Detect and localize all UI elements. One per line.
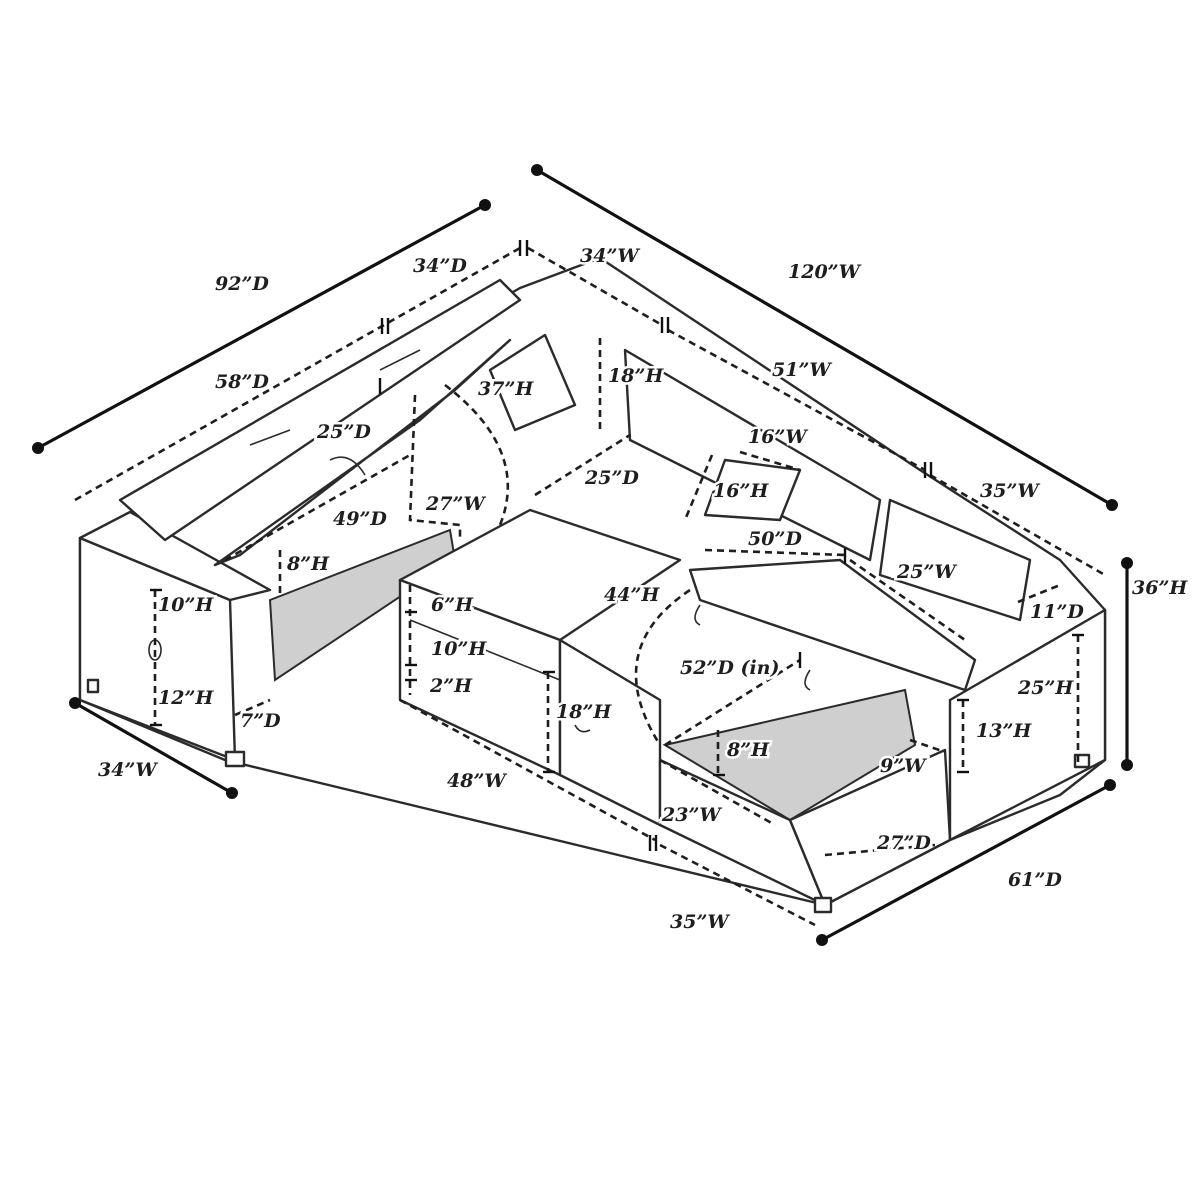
label-left-lid-depth: 25”D bbox=[316, 421, 371, 443]
right-back bbox=[878, 498, 1032, 622]
label-overall-left-depth: 92”D bbox=[215, 273, 269, 295]
leg bbox=[224, 750, 246, 768]
label-right-seat-width: 25”W bbox=[896, 561, 957, 583]
label-right-arm-height: 25”H bbox=[1017, 677, 1074, 699]
label-pullout-width: 48”W bbox=[447, 770, 507, 792]
label-middle-back-width: 51”W bbox=[772, 359, 832, 381]
label-middle-seat-depth: 25”D bbox=[584, 467, 639, 489]
label-mattress-top: 6”H bbox=[431, 594, 474, 616]
label-left-lid-open-height: 37”H bbox=[478, 378, 534, 400]
sofa-drawing bbox=[78, 256, 1107, 914]
dashed-guides bbox=[74, 246, 1106, 927]
label-corner-width: 34”W bbox=[580, 245, 640, 267]
label-pillow-height: 16”H bbox=[713, 480, 769, 502]
label-right-back-width: 35”W bbox=[980, 480, 1040, 502]
label-left-storage-width: 27”W bbox=[425, 493, 486, 515]
label-total-height: 36”H bbox=[1132, 577, 1188, 599]
left-pillow bbox=[488, 333, 577, 432]
overall-lines bbox=[32, 164, 1133, 946]
left-back-cushion bbox=[118, 278, 522, 542]
label-middle-back-height: 18”H bbox=[608, 365, 664, 387]
label-left-arm-height: 10”H bbox=[158, 594, 214, 616]
tick-marks bbox=[150, 240, 1084, 851]
middle-pillow bbox=[703, 458, 802, 522]
label-right-seat-height: 13”H bbox=[976, 720, 1032, 742]
leg bbox=[813, 896, 833, 914]
label-left-base-height: 12”H bbox=[158, 687, 214, 709]
right-lid bbox=[688, 558, 977, 692]
label-drawer-height: 18”H bbox=[556, 701, 612, 723]
label-right-lid-open-height: 44”H bbox=[604, 584, 660, 606]
label-leg-height: 2”H bbox=[429, 675, 473, 697]
label-left-storage-height: 8”H bbox=[286, 553, 330, 575]
dimension-labels: 92”D 34”D 34”W 120”W 58”D 18”H 51”W 37”H… bbox=[96, 243, 1191, 936]
label-pillow-width: 16”W bbox=[748, 426, 808, 448]
label-right-storage-depth: 9”W bbox=[880, 755, 927, 777]
label-left-back-depth: 34”D bbox=[413, 255, 467, 277]
label-right-top-depth: 50”D bbox=[748, 528, 802, 550]
label-mattress-height: 10”H bbox=[431, 638, 487, 660]
leg bbox=[86, 678, 100, 694]
right-storage-well bbox=[662, 688, 917, 822]
label-right-front-width: 23”W bbox=[661, 804, 722, 826]
label-left-arm-width: 34”W bbox=[98, 759, 158, 781]
label-front-width: 35”W bbox=[670, 911, 730, 933]
label-left-storage-depth: 49”D bbox=[333, 508, 387, 530]
label-left-side-depth: 58”D bbox=[215, 371, 269, 393]
label-right-depth: 61”D bbox=[1008, 869, 1062, 891]
label-right-storage-front: 27”D bbox=[876, 832, 931, 854]
left-lid bbox=[213, 338, 512, 567]
label-right-inner-depth: 52”D (in) bbox=[680, 657, 779, 679]
label-left-arm-depth: 7”D bbox=[240, 710, 281, 732]
label-right-arm-depth: 11”D bbox=[1030, 601, 1084, 623]
label-right-storage-height: 8”H bbox=[726, 739, 770, 761]
label-total-width: 120”W bbox=[788, 261, 862, 283]
